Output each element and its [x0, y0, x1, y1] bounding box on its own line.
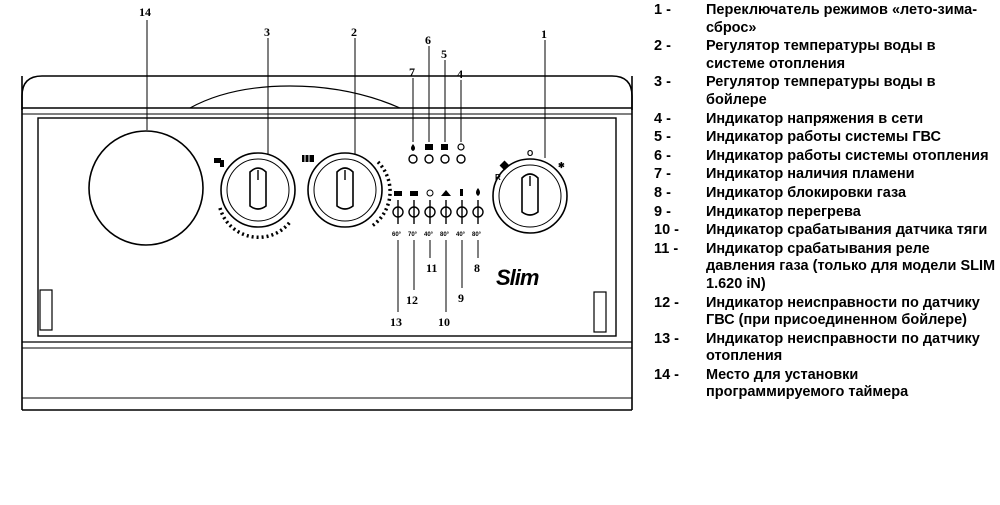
callout-1: 1 [541, 27, 547, 41]
legend-number: 7 - [654, 166, 671, 183]
temp-label: 80° [472, 232, 482, 238]
flame-icon [411, 144, 415, 151]
legend-text: Индикатор неисправности по датчику отопл… [706, 330, 980, 365]
callout-leaders-bottom [397, 240, 479, 312]
legend-number: 5 - [654, 129, 671, 146]
legend-text: Индикатор работы системы отопления [706, 147, 989, 164]
legend-item: 9 - Индикатор перегрева [654, 204, 998, 222]
mode-off-label: O [527, 149, 533, 158]
legend-text: Индикатор наличия пламени [706, 166, 915, 183]
legend-number: 11 - [654, 240, 679, 257]
callout-12: 12 [406, 293, 418, 307]
legend-item: 2 - Регулятор температуры воды в системе … [654, 38, 998, 73]
legend-number: 1 - [654, 2, 671, 18]
dhw-sensor-icon [410, 191, 418, 196]
legend-list: 1 - Переключатель режимов «лето-зима-сбро… [654, 2, 998, 403]
legend-item: 1 - Переключатель режимов «лето-зима-сбро… [654, 2, 998, 37]
callout-3: 3 [264, 25, 270, 39]
legend-text: Индикатор срабатывания датчика тяги [706, 222, 988, 239]
dhw-temperature-knob [218, 152, 296, 240]
legend-item: 14 - Место для установки программируемого… [654, 367, 998, 402]
temp-label: 40° [424, 232, 434, 238]
legend-number: 10 - [654, 222, 679, 239]
legend-text: Индикатор напряжения в сети [706, 110, 924, 127]
gas-lock-icon [476, 188, 480, 196]
callout-7: 7 [409, 65, 415, 79]
callout-9: 9 [458, 291, 464, 305]
temperature-scale: 60° 70° 40° 80° 40° 80° [392, 232, 482, 238]
temp-label: 60° [392, 232, 402, 238]
callout-8: 8 [474, 261, 480, 275]
legend-text: Индикатор срабатывания реле давления газ… [706, 240, 996, 292]
callout-numbers: 14 3 2 1 6 5 7 4 11 8 9 12 13 10 [139, 5, 547, 329]
panel-housing [21, 75, 633, 411]
mode-reset-label: R [495, 173, 501, 182]
legend-number: 13 - [654, 330, 679, 347]
callout-14: 14 [139, 5, 151, 19]
legend-item: 6 - Индикатор работы системы отопления [654, 148, 998, 166]
legend-number: 14 - [654, 366, 679, 383]
legend-item: 10 - Индикатор срабатывания датчика тяги [654, 222, 998, 240]
legend-item: 8 - Индикатор блокировки газа [654, 185, 998, 203]
legend-text: Переключатель режимов «лето-зима-сброс» [706, 2, 978, 36]
legend-text: Индикатор перегрева [706, 203, 861, 220]
indicator-icons-bottom [394, 188, 480, 197]
temp-label: 40° [456, 232, 466, 238]
mode-selector-knob [492, 158, 568, 234]
boiler-panel-diagram: R O ✱ 60° 70° 40° [21, 5, 633, 411]
legend-number: 2 - [654, 38, 671, 55]
tap-small-icon [441, 144, 448, 150]
callout-leaders-top [146, 20, 546, 158]
legend-item: 3 - Регулятор температуры воды в бойлере [654, 74, 998, 109]
legend-text: Индикатор работы системы ГВС [706, 129, 941, 146]
indicator-row-top [408, 154, 466, 164]
callout-13: 13 [390, 315, 402, 329]
legend-text: Место для установки программируемого тай… [706, 366, 909, 401]
dhw-tap-icon [214, 158, 224, 167]
legend-item: 11 - Индикатор срабатывания реле давления… [654, 241, 998, 294]
temp-label: 80° [440, 232, 450, 238]
legend-number: 12 - [654, 294, 679, 311]
callout-5: 5 [441, 47, 447, 61]
legend-text: Индикатор блокировки газа [706, 184, 907, 201]
callout-4: 4 [457, 67, 463, 81]
heating-sensor-icon [394, 191, 402, 196]
mode-winter-label: ✱ [558, 161, 565, 170]
gas-pressure-icon [426, 189, 434, 197]
power-icon [457, 143, 465, 151]
legend-number: 4 - [654, 110, 671, 127]
callout-10: 10 [438, 315, 450, 329]
brand-logo: Slim [496, 265, 539, 290]
radiator-small-icon [425, 144, 433, 150]
temp-label: 70° [408, 232, 418, 238]
callout-6: 6 [425, 33, 431, 47]
draft-icon [441, 190, 451, 196]
summer-icon [499, 160, 510, 171]
legend-number: 9 - [654, 203, 671, 220]
legend-number: 3 - [654, 74, 671, 91]
callout-2: 2 [351, 25, 357, 39]
callout-11: 11 [426, 261, 437, 275]
overheat-icon [460, 189, 463, 196]
legend-item: 5 - Индикатор работы системы ГВС [654, 129, 998, 147]
legend-number: 8 - [654, 184, 671, 201]
radiator-icon [302, 155, 314, 162]
legend-number: 6 - [654, 147, 671, 164]
heating-temperature-knob [307, 152, 392, 228]
indicator-row-bottom [392, 200, 484, 224]
indicator-icons-top [411, 143, 465, 151]
legend-item: 13 - Индикатор неисправности по датчику о… [654, 331, 998, 366]
legend-text: Регулятор температуры воды в бойлере [706, 74, 936, 108]
legend-item: 7 - Индикатор наличия пламени [654, 166, 998, 184]
legend-text: Регулятор температуры воды в системе ото… [706, 38, 936, 72]
timer-slot [88, 130, 204, 246]
legend-item: 4 - Индикатор напряжения в сети [654, 111, 998, 129]
legend-item: 12 - Индикатор неисправности по датчику Г… [654, 295, 998, 330]
legend-text: Индикатор неисправности по датчику ГВС (… [706, 294, 980, 329]
